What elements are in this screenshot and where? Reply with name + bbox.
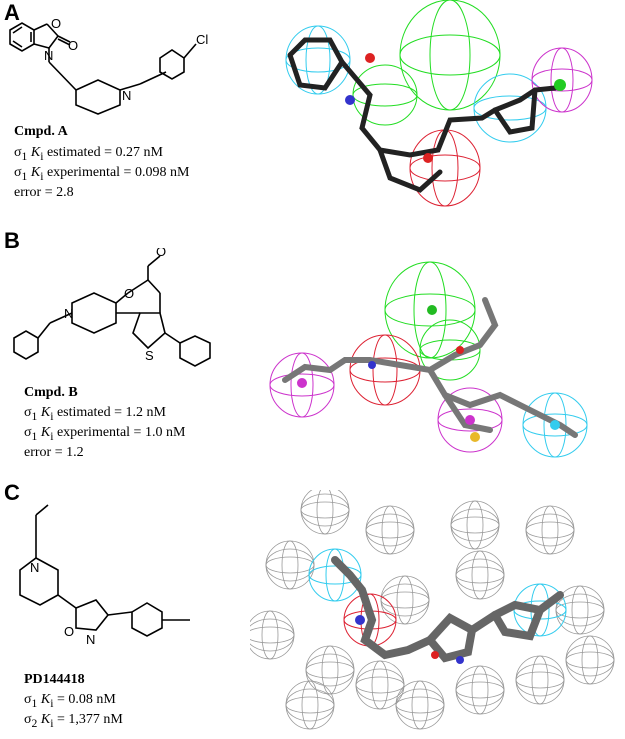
excluded-volume-sphere	[365, 521, 415, 539]
atom-o: O	[64, 624, 74, 639]
excluded-volume-sphere	[381, 505, 399, 555]
excluded-volume-spheres	[250, 490, 615, 730]
sigma1-ki-experimental-a: σ1 Ki experimental = 0.098 nM	[14, 165, 190, 183]
atom-o: O	[124, 286, 134, 301]
excluded-volume-sphere	[355, 676, 405, 694]
excluded-volume-sphere	[285, 680, 335, 730]
excluded-volume-sphere	[450, 500, 500, 550]
excluded-volume-sphere	[365, 513, 415, 547]
atom-n: N	[64, 306, 73, 321]
excluded-volume-sphere	[581, 635, 599, 685]
excluded-volume-sphere	[355, 668, 405, 702]
excluded-volume-sphere	[565, 643, 615, 677]
excluded-volume-sphere	[265, 540, 315, 590]
excluded-volume-sphere	[525, 513, 575, 547]
compound-name-a: Cmpd. A	[14, 124, 68, 139]
excluded-volume-sphere	[395, 688, 445, 722]
atom-o: O	[68, 38, 78, 53]
excluded-volume-sphere	[471, 550, 489, 600]
excluded-volume-sphere	[300, 493, 350, 527]
excluded-volume-sphere	[380, 591, 430, 609]
excluded-volume-sphere	[515, 663, 565, 697]
pd144418-structure: N O N	[19, 504, 190, 647]
excluded-volume-sphere	[261, 610, 279, 660]
excluded-volume-sphere	[541, 505, 559, 555]
pharmacophore-c	[250, 490, 615, 730]
excluded-volume-sphere	[396, 575, 414, 625]
atom-o: O	[51, 16, 61, 31]
excluded-volume-sphere	[525, 521, 575, 539]
excluded-volume-sphere	[285, 696, 335, 714]
compound-name-b: Cmpd. B	[24, 385, 78, 400]
atom-n: N	[44, 48, 53, 63]
sigma1-ki-experimental-b: σ1 Ki experimental = 1.0 nM	[24, 425, 186, 443]
panel-letter-a: A	[4, 0, 20, 25]
excluded-volume-sphere	[316, 490, 334, 535]
excluded-volume-sphere	[531, 655, 549, 705]
excluded-volume-sphere	[455, 558, 505, 592]
excluded-volume-sphere	[300, 490, 350, 535]
excluded-volume-sphere	[555, 593, 605, 627]
pharmacophore-b	[269, 261, 588, 458]
excluded-volume-sphere	[471, 665, 489, 715]
excluded-volume-sphere	[395, 680, 445, 730]
sigma1-ki-estimated-a: σ1 Ki estimated = 0.27 nM	[14, 145, 163, 163]
excluded-volume-sphere	[395, 696, 445, 714]
excluded-volume-sphere	[525, 505, 575, 555]
error-a: error = 2.8	[14, 185, 74, 200]
excluded-volume-sphere	[265, 548, 315, 582]
excluded-volume-sphere	[305, 645, 355, 695]
sigma1-ki-estimated-b: σ1 Ki estimated = 1.2 nM	[24, 405, 166, 423]
excluded-volume-sphere	[250, 626, 295, 644]
excluded-volume-sphere	[466, 500, 484, 550]
excluded-volume-sphere	[365, 505, 415, 555]
excluded-volume-sphere	[565, 635, 615, 685]
excluded-volume-sphere	[555, 601, 605, 619]
excluded-volume-sphere	[565, 651, 615, 669]
excluded-volume-sphere	[321, 645, 339, 695]
excluded-volume-sphere	[455, 681, 505, 699]
excluded-volume-sphere	[450, 508, 500, 542]
atom-n: N	[122, 88, 131, 103]
sigma2-ki-c: σ2 Ki = 1,377 nM	[24, 712, 123, 730]
excluded-volume-sphere	[455, 673, 505, 707]
excluded-volume-sphere	[455, 665, 505, 715]
cmpd-a-structure: O O N N Cl	[9, 16, 208, 115]
error-b: error = 1.2	[24, 445, 84, 460]
panel-letter-b: B	[4, 228, 20, 253]
excluded-volume-sphere	[455, 550, 505, 600]
excluded-volume-sphere	[250, 610, 295, 660]
panel-letter-c: C	[4, 480, 20, 505]
excluded-volume-sphere	[265, 556, 315, 574]
excluded-volume-sphere	[450, 516, 500, 534]
excluded-volume-sphere	[380, 575, 430, 625]
excluded-volume-sphere	[301, 680, 319, 730]
cmpd-b-structure: O O N S	[13, 248, 211, 367]
excluded-volume-sphere	[285, 688, 335, 722]
excluded-volume-sphere	[305, 653, 355, 687]
excluded-volume-sphere	[380, 583, 430, 617]
excluded-volume-sphere	[300, 501, 350, 519]
compound-name-c: PD144418	[24, 672, 85, 687]
excluded-volume-sphere	[455, 566, 505, 584]
excluded-volume-sphere	[515, 671, 565, 689]
excluded-volume-sphere	[515, 655, 565, 705]
atom-o: O	[156, 248, 166, 259]
excluded-volume-sphere	[571, 585, 589, 635]
pharmacophore-a	[285, 0, 593, 207]
atom-n: N	[86, 632, 95, 647]
atom-s: S	[145, 348, 154, 363]
excluded-volume-sphere	[250, 618, 295, 652]
excluded-volume-sphere	[305, 661, 355, 679]
atom-n: N	[30, 560, 39, 575]
sigma1-ki-c: σ1 Ki = 0.08 nM	[24, 692, 116, 710]
excluded-volume-sphere	[371, 660, 389, 710]
excluded-volume-sphere	[281, 540, 299, 590]
atom-cl: Cl	[196, 32, 208, 47]
excluded-volume-sphere	[411, 680, 429, 730]
